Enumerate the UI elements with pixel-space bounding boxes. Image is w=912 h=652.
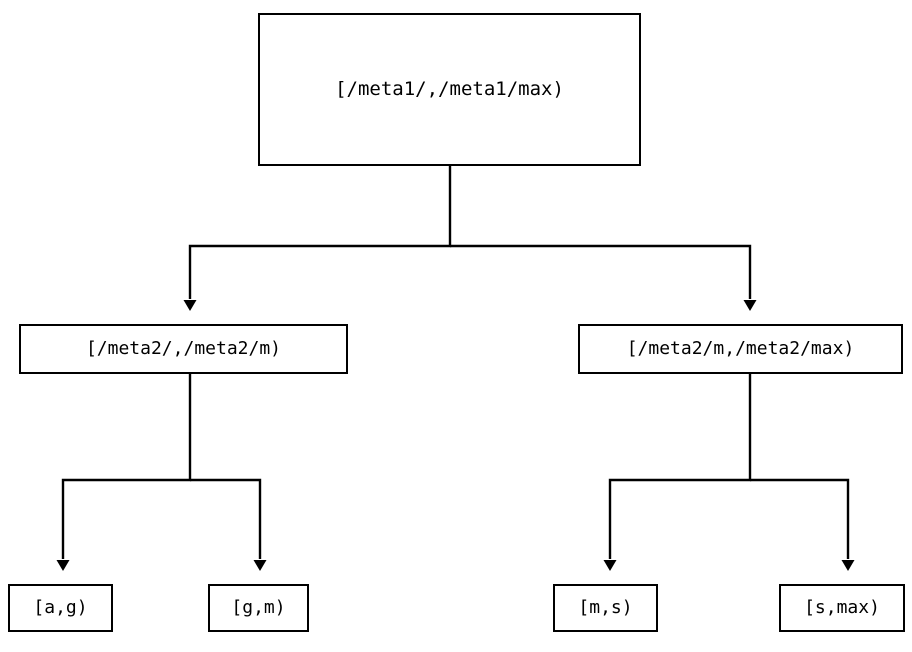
arrowhead-icon [183, 300, 197, 311]
arrowhead-icon [841, 560, 855, 571]
tree-node-label: [g,m) [231, 597, 286, 618]
tree-node-mid-right[interactable]: [/meta2/m,/meta2/max) [578, 324, 903, 374]
edge-mid-right-leaf-m-s [603, 374, 752, 571]
tree-node-leaf-a-g[interactable]: [a,g) [8, 584, 113, 632]
tree-node-label: [/meta1/,/meta1/max) [335, 78, 564, 100]
edge-mid-left-leaf-a-g [56, 374, 192, 571]
tree-node-root[interactable]: [/meta1/,/meta1/max) [258, 13, 641, 166]
edge-mid-left-leaf-g-m [190, 478, 267, 571]
arrowhead-icon [743, 300, 757, 311]
arrowhead-icon [56, 560, 70, 571]
tree-node-leaf-s-max[interactable]: [s,max) [779, 584, 905, 632]
tree-node-label: [s,max) [804, 597, 880, 618]
tree-node-label: [a,g) [33, 597, 88, 618]
arrowhead-icon [253, 560, 267, 571]
edge-mid-right-leaf-s-max [750, 478, 855, 571]
tree-node-leaf-m-s[interactable]: [m,s) [553, 584, 658, 632]
edge-root-mid-right [450, 244, 757, 311]
arrowhead-icon [603, 560, 617, 571]
edge-root-mid-left [183, 166, 452, 311]
tree-node-leaf-g-m[interactable]: [g,m) [208, 584, 309, 632]
tree-node-label: [/meta2/m,/meta2/max) [626, 338, 855, 359]
tree-node-label: [m,s) [578, 597, 633, 618]
tree-node-label: [/meta2/,/meta2/m) [85, 338, 282, 359]
tree-node-mid-left[interactable]: [/meta2/,/meta2/m) [19, 324, 348, 374]
